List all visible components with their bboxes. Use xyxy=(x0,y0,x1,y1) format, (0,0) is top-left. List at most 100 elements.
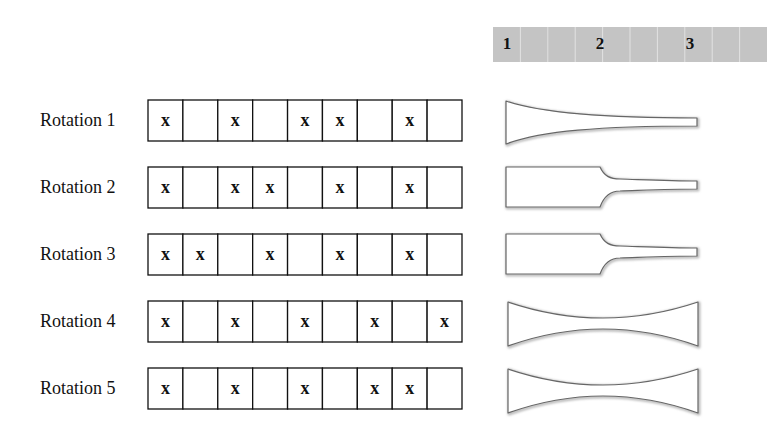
grid-cell xyxy=(148,368,183,409)
grid-cell xyxy=(427,234,462,275)
scale-bar xyxy=(493,27,767,62)
cell-row xyxy=(148,301,462,342)
scale-divider xyxy=(630,27,631,62)
grid-cell xyxy=(183,301,218,342)
grid-cell xyxy=(148,167,183,208)
horn-profile xyxy=(506,101,698,145)
cell-mark: x xyxy=(335,245,344,263)
cell-mark: x xyxy=(370,312,379,330)
cell-mark: x xyxy=(161,111,170,129)
grid-cell xyxy=(183,167,218,208)
scale-strip xyxy=(493,27,767,62)
rotation-label: Rotation 4 xyxy=(40,312,116,330)
cell-mark: x xyxy=(231,312,240,330)
grid-cell xyxy=(218,100,253,141)
cell-row xyxy=(148,368,462,409)
grid-cell xyxy=(218,368,253,409)
grid-cell xyxy=(322,100,357,141)
rotation-label: Rotation 3 xyxy=(40,245,116,263)
grid-cell xyxy=(288,301,323,342)
grid-cell xyxy=(357,167,392,208)
grid-cell xyxy=(183,368,218,409)
cell-mark: x xyxy=(335,111,344,129)
cell-mark: x xyxy=(161,379,170,397)
rotation-label: Rotation 2 xyxy=(40,178,116,196)
grid-cell xyxy=(427,167,462,208)
grid-cell xyxy=(218,167,253,208)
cell-mark: x xyxy=(301,312,310,330)
grid-cell xyxy=(218,301,253,342)
cell-mark: x xyxy=(440,312,449,330)
grid-cell xyxy=(322,368,357,409)
horn-profiles xyxy=(506,101,699,414)
scale-divider xyxy=(684,27,685,62)
grid-cell xyxy=(322,234,357,275)
scale-divider xyxy=(575,27,576,62)
cell-mark: x xyxy=(161,245,170,263)
grid-cell xyxy=(288,234,323,275)
cell-mark: x xyxy=(266,178,275,196)
cell-mark: x xyxy=(301,379,310,397)
grid-cell xyxy=(427,368,462,409)
grid-cell xyxy=(148,234,183,275)
grid-cell xyxy=(253,167,288,208)
scale-number: 3 xyxy=(686,35,695,52)
grid-cell xyxy=(288,368,323,409)
grid-cell xyxy=(427,301,462,342)
grid-cell xyxy=(148,301,183,342)
grid-cell xyxy=(357,301,392,342)
scale-number: 2 xyxy=(596,35,605,52)
cell-mark: x xyxy=(161,312,170,330)
grid-cell xyxy=(148,100,183,141)
rotation-grid xyxy=(148,100,462,409)
cell-row xyxy=(148,234,462,275)
scale-number: 1 xyxy=(503,35,512,52)
grid-cell xyxy=(183,100,218,141)
cell-mark: x xyxy=(231,111,240,129)
scale-divider xyxy=(739,27,740,62)
grid-cell xyxy=(392,301,427,342)
cell-mark: x xyxy=(196,245,205,263)
grid-cell xyxy=(427,100,462,141)
grid-cell xyxy=(218,234,253,275)
grid-cell xyxy=(253,234,288,275)
grid-cell xyxy=(253,100,288,141)
grid-cell xyxy=(392,368,427,409)
cell-mark: x xyxy=(370,379,379,397)
grid-cell xyxy=(357,100,392,141)
grid-cell xyxy=(357,234,392,275)
grid-cell xyxy=(392,234,427,275)
waisted-profile xyxy=(508,302,699,347)
scale-divider xyxy=(547,27,548,62)
cell-mark: x xyxy=(231,178,240,196)
scale-divider xyxy=(520,27,521,62)
grid-cell xyxy=(253,301,288,342)
grid-cell xyxy=(392,100,427,141)
cell-mark: x xyxy=(405,245,414,263)
cell-mark: x xyxy=(161,178,170,196)
grid-cell xyxy=(288,100,323,141)
scale-divider xyxy=(712,27,713,62)
grid-cell xyxy=(253,368,288,409)
grid-cell xyxy=(392,167,427,208)
cell-mark: x xyxy=(335,178,344,196)
stepped-horn-profile xyxy=(506,167,698,208)
cell-mark: x xyxy=(231,379,240,397)
grid-cell xyxy=(322,301,357,342)
rotation-label: Rotation 1 xyxy=(40,111,116,129)
cell-mark: x xyxy=(266,245,275,263)
grid-cell xyxy=(183,234,218,275)
cell-mark: x xyxy=(405,178,414,196)
grid-cell xyxy=(357,368,392,409)
cell-mark: x xyxy=(405,379,414,397)
waisted-profile xyxy=(508,369,699,414)
grid-cell xyxy=(322,167,357,208)
scale-divider xyxy=(657,27,658,62)
stepped-horn-profile xyxy=(506,234,698,275)
cell-row xyxy=(148,100,462,141)
cell-row xyxy=(148,167,462,208)
grid-cell xyxy=(288,167,323,208)
rotation-label: Rotation 5 xyxy=(40,379,116,397)
